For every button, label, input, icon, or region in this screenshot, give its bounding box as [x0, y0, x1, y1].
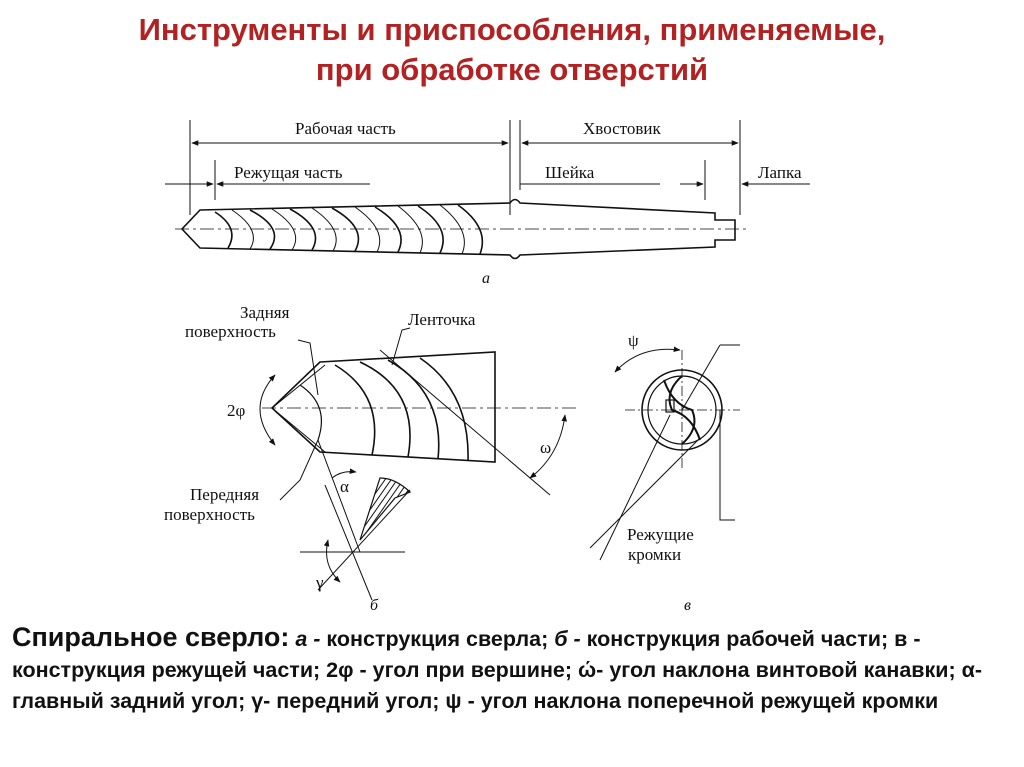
- label-gamma: γ: [315, 573, 324, 592]
- label-alpha: α: [340, 477, 349, 496]
- page-title: Инструменты и приспособления, применяемы…: [0, 10, 1024, 90]
- caption-b-letter: б -: [554, 627, 581, 651]
- label-psi: ψ: [628, 331, 639, 350]
- sublabel-b: б: [370, 597, 379, 614]
- title-line-1: Инструменты и приспособления, применяемы…: [138, 12, 886, 47]
- label-shank: Хвостовик: [583, 119, 661, 138]
- label-front-surface-2: поверхность: [164, 505, 255, 524]
- caption-c-text: в - конструкция режущей части; 2φ - угол…: [12, 627, 982, 713]
- title-line-2: при обработке отверстий: [315, 52, 709, 87]
- label-neck: Шейка: [545, 163, 595, 182]
- figure-c-cutting-part: [589, 344, 740, 561]
- label-omega: ω: [540, 438, 551, 457]
- caption-lead: Спиральное сверло:: [12, 622, 290, 652]
- label-front-surface-1: Передняя: [190, 485, 259, 504]
- figure-b-working-part: [259, 327, 580, 601]
- label-rear-surface-1: Задняя: [240, 303, 290, 322]
- drill-diagram: Рабочая часть Хвостовик Режущая часть Ше…: [164, 119, 810, 614]
- label-cutting-part: Режущая часть: [234, 163, 343, 182]
- label-cutting-edges-2: кромки: [628, 545, 681, 564]
- label-working-part: Рабочая часть: [295, 119, 396, 138]
- sublabel-a: а: [482, 270, 490, 287]
- caption-b-text: конструкция рабочей части;: [586, 627, 889, 651]
- figure-a-drill: [165, 120, 810, 260]
- label-land: Ленточка: [408, 310, 476, 329]
- caption-a-text: конструкция сверла;: [326, 627, 549, 651]
- figure-caption: Спиральное сверло: а - конструкция сверл…: [12, 622, 1012, 717]
- caption-a-letter: а -: [295, 627, 321, 651]
- label-two-phi: 2φ: [227, 401, 246, 420]
- label-cutting-edges-1: Режущие: [627, 525, 694, 544]
- label-rear-surface-2: поверхность: [185, 322, 276, 341]
- sublabel-c: в: [684, 597, 691, 614]
- label-tang: Лапка: [758, 163, 802, 182]
